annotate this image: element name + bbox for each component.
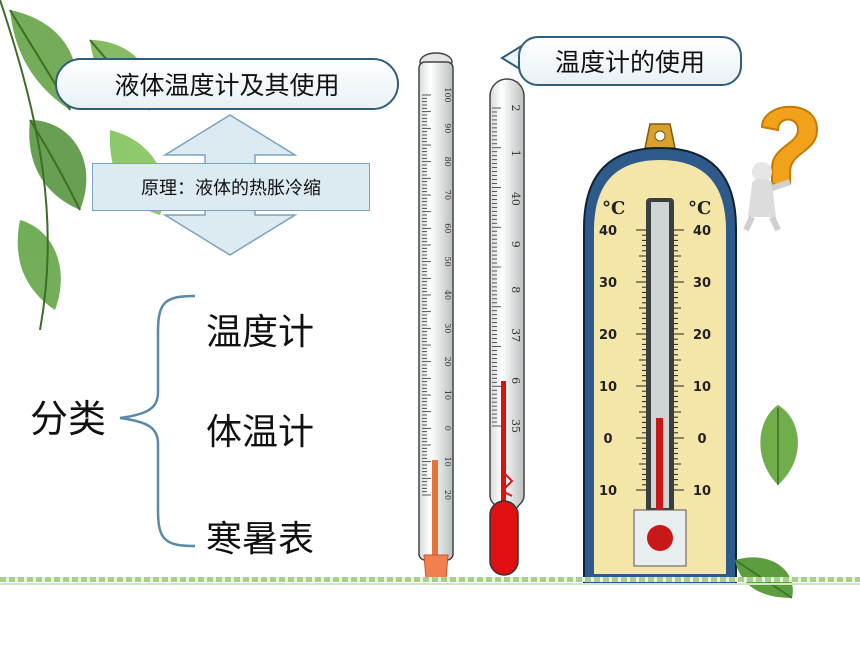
wall-scale-label: 0 — [603, 432, 612, 447]
wall-scale-label: 10 — [693, 380, 711, 395]
wall-scale-label: 30 — [599, 276, 617, 291]
category-clinical-thermometer: 体温计 — [206, 412, 315, 453]
wall-scale-label: 20 — [599, 328, 617, 343]
wall-scale-label: 20 — [693, 328, 711, 343]
wall-unit-right: °C — [688, 198, 711, 219]
clinical-scale-label: 9 — [509, 241, 522, 248]
clinical-scale-label: 40 — [509, 192, 522, 206]
lab-scale-label: 0 — [443, 426, 452, 431]
wall-unit-left: °C — [602, 198, 625, 219]
principle-box: 原理：液体的热胀冷缩 — [92, 163, 370, 211]
lab-scale-label: 50 — [443, 257, 452, 267]
lab-scale-label: 40 — [443, 290, 452, 300]
clinical-scale-label: 6 — [509, 377, 522, 384]
wall-scale-label: 40 — [693, 224, 711, 239]
title-bubble: 液体温度计及其使用 — [55, 58, 399, 110]
lab-scale-label: 10 — [443, 457, 452, 467]
principle-text: 原理：液体的热胀冷缩 — [141, 178, 321, 199]
lab-scale-label: 30 — [443, 323, 452, 333]
wall-scale-label: 40 — [599, 224, 617, 239]
lab-scale-label: 10 — [443, 390, 452, 400]
wall-thermometer: °C °C 40 40 30 30 20 20 10 10 0 0 10 10 — [583, 123, 737, 585]
lab-scale-label: 80 — [443, 157, 452, 167]
question-mark-figure-icon — [743, 105, 819, 232]
usage-title: 温度计的使用 — [554, 48, 705, 77]
clinical-scale-label: 8 — [509, 286, 522, 293]
category-thermometer: 温度计 — [206, 312, 315, 353]
ground-line-shadow — [0, 583, 860, 585]
slide-title: 液体温度计及其使用 — [114, 71, 340, 100]
wall-scale-label: 30 — [693, 276, 711, 291]
category-wall-thermometer: 寒暑表 — [206, 519, 315, 560]
ground-line — [0, 577, 860, 582]
wall-scale-label: 0 — [697, 432, 706, 447]
bracket — [119, 294, 196, 548]
leaf-icon — [760, 405, 798, 485]
lab-scale-label: 20 — [443, 490, 452, 500]
clinical-scale-label: 1 — [509, 150, 522, 157]
lab-scale-label: 100 — [443, 87, 452, 102]
wall-scale-label: 10 — [599, 380, 617, 395]
clinical-scale-label: 37 — [509, 328, 522, 342]
clinical-thermometer: 2 1 40 9 8 37 6 35 — [489, 78, 525, 576]
wall-scale-label: 10 — [693, 484, 711, 499]
lab-scale-label: 60 — [443, 223, 452, 233]
lab-scale-label: 20 — [443, 357, 452, 367]
wall-scale-label: 10 — [599, 484, 617, 499]
lab-scale-label: 90 — [443, 123, 452, 133]
category-label: 分类 — [30, 397, 107, 441]
clinical-scale-label: 35 — [509, 419, 522, 433]
clinical-scale-label: 2 — [509, 105, 522, 112]
lab-scale-label: 70 — [443, 190, 452, 200]
usage-bubble: 温度计的使用 — [518, 36, 742, 86]
